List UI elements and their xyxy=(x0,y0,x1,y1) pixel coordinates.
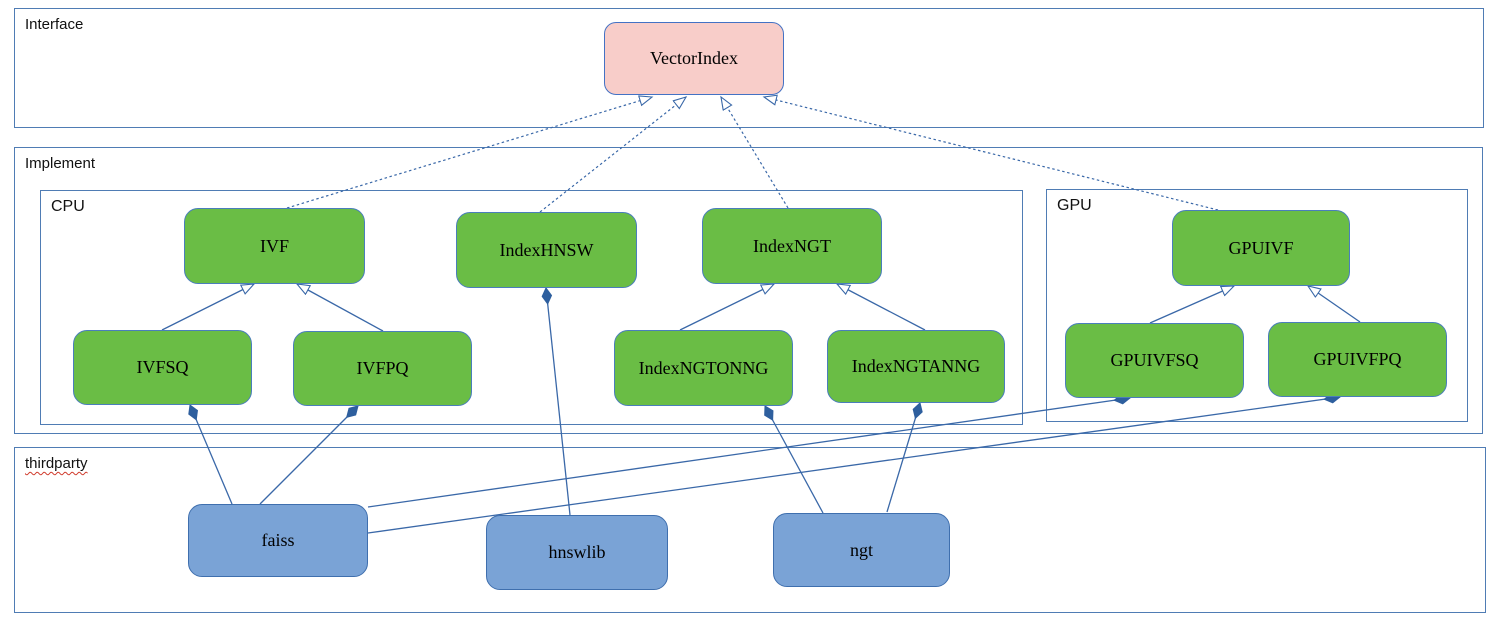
container-implement-label: Implement xyxy=(25,155,96,172)
edge-faiss-to-gpuivfpq xyxy=(367,392,1341,534)
node-ivfpq: IVFPQ xyxy=(293,331,472,406)
node-indexngtonng-label: IndexNGTONNG xyxy=(638,357,769,378)
node-faiss-label: faiss xyxy=(261,530,295,550)
edge-indexngt-to-vectorindex xyxy=(721,97,789,209)
container-interface-label: Interface xyxy=(25,16,84,33)
edge-ngt-to-indexngtanng xyxy=(886,402,923,513)
node-hnswlib-label: hnswlib xyxy=(548,542,606,562)
node-ivfsq: IVFSQ xyxy=(73,330,252,405)
node-faiss: faiss xyxy=(188,504,368,577)
edge-gpuivfpq-to-gpuivf xyxy=(1308,286,1361,323)
node-indexngt-label: IndexNGT xyxy=(753,235,831,256)
node-vectorindex-label: VectorIndex xyxy=(650,48,738,68)
node-gpuivf-label: GPUIVF xyxy=(1228,237,1294,258)
edge-hnswlib-to-indexhnsw xyxy=(541,287,571,516)
edge-faiss-to-ivfpq xyxy=(259,405,359,505)
node-indexngtanng: IndexNGTANNG xyxy=(827,330,1005,403)
edge-indexngtonng-to-indexngt xyxy=(679,284,774,331)
node-vectorindex: VectorIndex xyxy=(604,22,784,95)
node-ivfpq-label: IVFPQ xyxy=(356,358,409,378)
container-thirdparty: thirdparty xyxy=(14,447,1486,613)
edge-gpuivfsq-to-gpuivf xyxy=(1149,286,1234,324)
node-gpuivfsq: GPUIVFSQ xyxy=(1065,323,1244,398)
container-implement: Implement xyxy=(14,147,1483,434)
container-gpu: GPU xyxy=(1046,189,1468,422)
node-indexhnsw: IndexHNSW xyxy=(456,212,637,288)
edge-indexhnsw-to-vectorindex xyxy=(539,97,686,213)
node-indexngtanng-label: IndexNGTANNG xyxy=(851,356,981,376)
edge-indexngtanng-to-indexngt xyxy=(837,284,926,331)
edge-ivf-to-vectorindex xyxy=(286,97,652,209)
node-indexngtonng: IndexNGTONNG xyxy=(614,330,793,406)
node-gpuivfsq-label: GPUIVFSQ xyxy=(1110,350,1199,370)
edge-faiss-to-gpuivfsq xyxy=(367,393,1131,508)
edge-gpuivf-to-vectorindex xyxy=(764,97,1219,211)
node-ivfsq-label: IVFSQ xyxy=(136,357,189,377)
node-gpuivf: GPUIVF xyxy=(1172,210,1350,286)
node-gpuivfpq: GPUIVFPQ xyxy=(1268,322,1447,397)
node-ngt-label: ngt xyxy=(849,539,873,560)
container-cpu: CPU xyxy=(40,190,1023,425)
node-hnswlib: hnswlib xyxy=(486,515,668,590)
edge-ivfsq-to-ivf xyxy=(161,284,254,331)
node-ngt: ngt xyxy=(773,513,950,587)
node-ivf: IVF xyxy=(184,208,365,284)
node-indexngt: IndexNGT xyxy=(702,208,882,284)
edge-ivfpq-to-ivf xyxy=(297,284,384,332)
edge-faiss-to-ivfsq xyxy=(188,404,233,505)
container-interface: Interface xyxy=(14,8,1484,128)
container-cpu-label: CPU xyxy=(51,198,85,215)
node-ivf-label: IVF xyxy=(259,235,289,256)
container-gpu-label: GPU xyxy=(1057,197,1092,214)
container-thirdparty-label: thirdparty xyxy=(25,455,88,472)
edge-ngt-to-indexngtonng xyxy=(764,405,824,514)
node-gpuivfpq-label: GPUIVFPQ xyxy=(1313,349,1402,369)
node-indexhnsw-label: IndexHNSW xyxy=(499,239,594,260)
